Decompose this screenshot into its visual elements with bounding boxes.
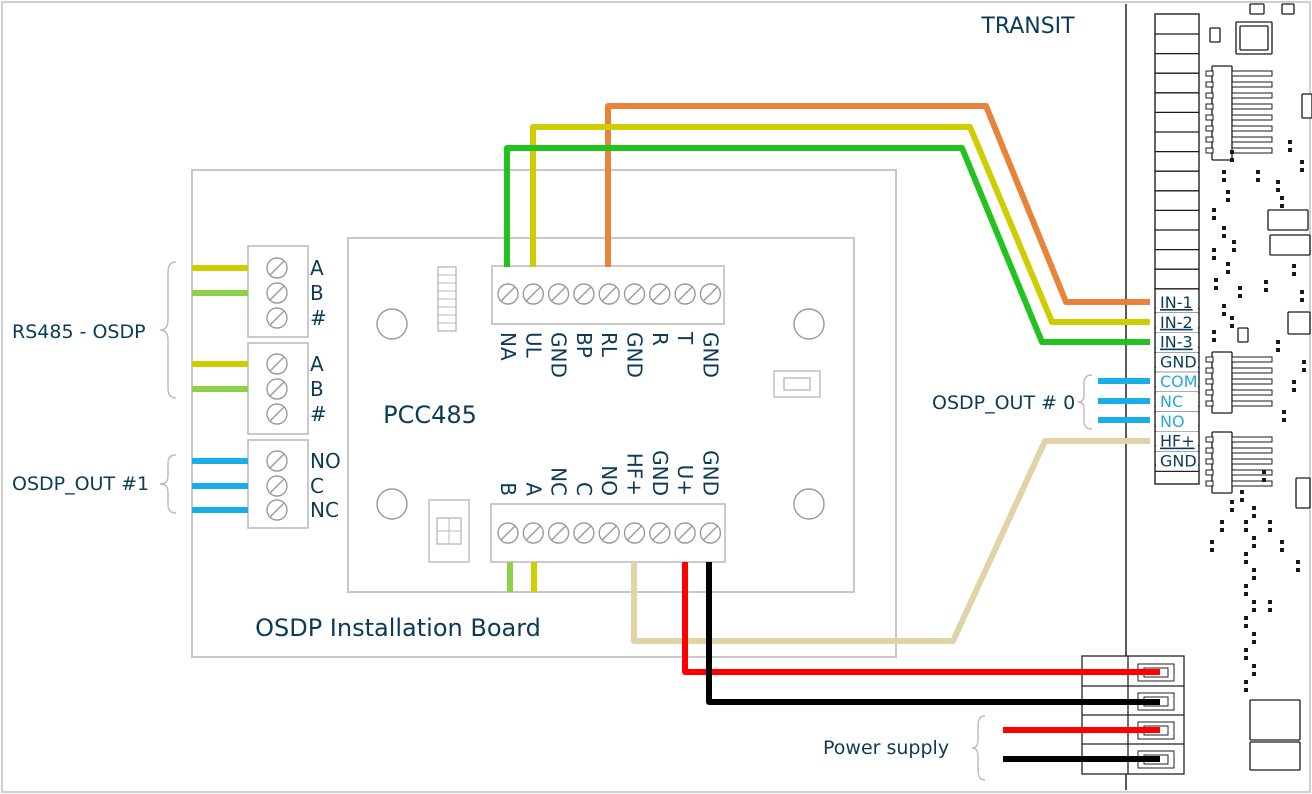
terminal-screw [547,283,570,305]
terminal-screw [623,283,646,305]
osdp-out1-label: OSDP_OUT #1 [12,473,149,495]
terminal-screw [674,522,696,544]
pcc-bottom-terminal-label: HF+ [623,453,647,496]
wire-hf-beige [631,438,1150,644]
left-terminal-label: B [310,281,324,305]
transit-terminal-label: NO [1160,412,1185,431]
left-terminal-label: A [310,352,324,376]
transit-terminal-label: HF+ [1160,432,1195,451]
osdp-out0-label: OSDP_OUT # 0 [932,392,1075,414]
terminal-screw [266,257,288,279]
dip-switch [773,370,821,398]
terminal-screw [266,307,288,329]
pcc-bottom-terminal-label: U+ [673,465,697,496]
pcc-top-terminal-label: BP [572,332,596,358]
terminal-screw [699,283,722,305]
terminal-screw [266,499,288,521]
mount-hole [793,488,825,520]
terminal-screw [266,378,288,400]
rs485-group-label: RS485 - OSDP [12,321,146,343]
power-supply-label: Power supply [823,737,949,759]
pin-header [437,266,457,332]
transit-title: TRANSIT [980,14,1075,39]
pcc-bottom-terminal-label: NO [597,465,621,496]
transit-terminal-label: COM [1160,372,1198,391]
installation-board-label: OSDP Installation Board [255,614,541,642]
transit-terminal-label: NC [1160,392,1183,411]
left-terminal-label: B [310,377,324,401]
pcc-bottom-terminal-label: C [572,482,596,496]
transit-terminal-label: IN-3 [1160,333,1193,352]
pcc-top-terminal-label: GND [623,332,647,378]
pcc-top-terminal-label: R [648,332,672,346]
osdp-out0-brace [1077,374,1093,430]
wires [192,103,1160,762]
transit-terminal-label: GND [1160,451,1197,470]
transit-terminal-label: IN-1 [1160,293,1193,312]
jumper-block [428,499,470,563]
pcc-top-terminal-label: UL [521,332,545,359]
terminal-screw [522,283,544,305]
terminal-screw [266,282,288,304]
power-terminal-block [1081,655,1185,775]
terminal-screw [547,522,570,544]
terminal-screw [266,403,288,425]
pcc-top-terminal-label: T [673,331,697,345]
pcc-bottom-terminal-label: NC [547,467,571,496]
pcc485-label: PCC485 [383,401,477,429]
transit-pcb-components [1205,3,1312,771]
terminal-screw [649,283,671,305]
terminal-screw [497,283,519,305]
terminal-screw [497,522,519,544]
terminal-screw [573,522,595,544]
pcc-top-terminal-label: GND [547,332,571,378]
transit-terminal-label: GND [1160,352,1197,371]
terminal-screw [649,522,671,544]
pcc-top-terminal-label: NA [496,332,520,361]
left-terminal-label: # [310,306,327,330]
pcc-top-terminal-label: RL [597,332,621,358]
pcc-bottom-terminal-label: GND [648,450,672,496]
terminal-screw [598,522,620,544]
terminal-screw [573,283,595,305]
left-terminal-label: C [310,474,324,498]
wire-in1-orange [605,103,1150,305]
left-terminal-label: NC [310,498,339,522]
left-terminal-label: A [310,256,324,280]
wire-in2-yellow [530,124,1150,325]
mount-hole [376,308,408,340]
terminal-screw [266,353,288,375]
terminal-screw [699,522,722,544]
rs485-brace [159,261,177,399]
transit-terminal-label: IN-2 [1160,313,1193,332]
terminal-screw [623,522,646,544]
pcc-bottom-terminal-label: A [521,482,545,496]
pcc-bottom-terminal-label: B [496,482,520,496]
osdp-out1-brace [159,454,177,514]
mount-hole [376,488,408,520]
pcc485-board [347,237,855,593]
terminal-screw [598,283,620,305]
terminal-screw [522,522,544,544]
wire-u-red [682,562,1160,675]
wire-gnd-black [706,562,1160,705]
left-terminal-label: NO [310,449,341,473]
terminal-screw [266,450,288,472]
terminal-screw [674,283,696,305]
terminal-screw [266,475,288,497]
pcc-top-terminal-label: GND [698,332,722,378]
left-terminal-label: # [310,402,327,426]
wire-in3-green [504,145,1150,345]
pcc-bottom-terminal-label: GND [698,450,722,496]
power-supply-brace [971,715,986,781]
installation-board-outline [191,169,897,658]
mount-hole [793,308,825,340]
